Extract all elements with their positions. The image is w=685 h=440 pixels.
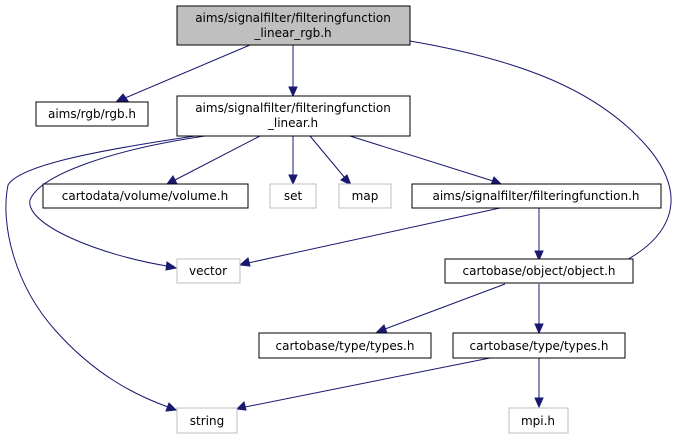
edge-linear-to-string (5, 135, 196, 408)
node-linear[interactable]: aims/signalfilter/filteringfunction _lin… (176, 95, 411, 137)
node-types1[interactable]: cartobase/type/types.h (258, 332, 432, 359)
node-vector-box (176, 258, 241, 284)
node-ff-label: aims/signalfilter/filteringfunction.h (432, 189, 639, 203)
node-vector: vector (176, 258, 241, 284)
edge-linear-to-volume-arrowhead (166, 175, 178, 185)
node-linear-label-line2: _linear.h (267, 116, 318, 130)
node-types2-box (452, 332, 626, 359)
node-string-label: string (190, 414, 224, 428)
node-set-label: set (284, 189, 303, 203)
node-volume[interactable]: cartodata/volume/volume.h (42, 183, 249, 209)
node-vector-label: vector (189, 264, 227, 278)
edge-ff-to-vector-arrowhead (238, 257, 251, 267)
node-root-label-line2: _linear_rgb.h (253, 26, 331, 40)
edge-linear-to-volume (174, 135, 261, 181)
edge-linear-to-map-arrowhead (340, 174, 352, 187)
node-set-box (269, 183, 317, 209)
edge-root-to-rgb-arrowhead (115, 93, 129, 102)
node-linear-box (176, 95, 411, 137)
node-map-box (338, 183, 392, 209)
node-types1-label: cartobase/type/types.h (276, 339, 415, 353)
node-rgb-box (35, 101, 149, 127)
edge-root-to-linear-arrowhead (288, 86, 298, 98)
edge-linear-to-set-arrowhead (288, 174, 298, 186)
edge-linear-to-vector (29, 135, 206, 267)
node-mpi-label: mpi.h (521, 414, 555, 428)
node-root-label-line1: aims/signalfilter/filteringfunction (195, 11, 391, 25)
edge-linear-to-vector-arrowhead (165, 261, 178, 271)
edge-ff-to-vector (247, 207, 501, 264)
node-linear-label-line1: aims/signalfilter/filteringfunction (195, 101, 391, 115)
edge-root-to-object (409, 40, 672, 267)
edge-linear-to-ff (349, 135, 494, 182)
edges (5, 40, 672, 412)
edge-object-to-types1 (384, 283, 506, 330)
edge-types2-to-mpi-arrowhead (534, 397, 544, 409)
node-root-box (176, 5, 411, 46)
edge-root-to-rgb (124, 44, 251, 99)
edge-types2-to-string (244, 357, 491, 408)
edge-object-to-types1-arrowhead (375, 324, 388, 334)
node-rgb-label: aims/rgb/rgb.h (48, 107, 136, 121)
node-string: string (176, 407, 238, 434)
node-volume-box (42, 183, 249, 209)
node-set: set (269, 183, 317, 209)
node-mpi-box (508, 407, 569, 434)
edge-ff-to-object-arrowhead (534, 250, 544, 262)
node-ff[interactable]: aims/signalfilter/filteringfunction.h (411, 183, 662, 209)
node-mpi: mpi.h (508, 407, 569, 434)
node-object-label: cartobase/object/object.h (463, 264, 616, 278)
node-types2-label: cartobase/type/types.h (470, 339, 609, 353)
node-map-label: map (352, 189, 379, 203)
nodes: aims/signalfilter/filteringfunction _lin… (35, 5, 662, 434)
node-ff-box (411, 183, 662, 209)
node-types1-box (258, 332, 432, 359)
edge-linear-to-map (309, 135, 346, 179)
node-object[interactable]: cartobase/object/object.h (444, 258, 634, 284)
node-types2[interactable]: cartobase/type/types.h (452, 332, 626, 359)
edge-types2-to-string-arrowhead (235, 401, 247, 411)
node-map: map (338, 183, 392, 209)
edge-object-to-types2-arrowhead (534, 323, 544, 335)
node-rgb[interactable]: aims/rgb/rgb.h (35, 101, 149, 127)
node-volume-label: cartodata/volume/volume.h (62, 189, 228, 203)
node-root: aims/signalfilter/filteringfunction _lin… (176, 5, 411, 46)
node-string-box (176, 407, 238, 434)
edge-linear-to-string-arrowhead (165, 402, 178, 412)
node-object-box (444, 258, 634, 284)
